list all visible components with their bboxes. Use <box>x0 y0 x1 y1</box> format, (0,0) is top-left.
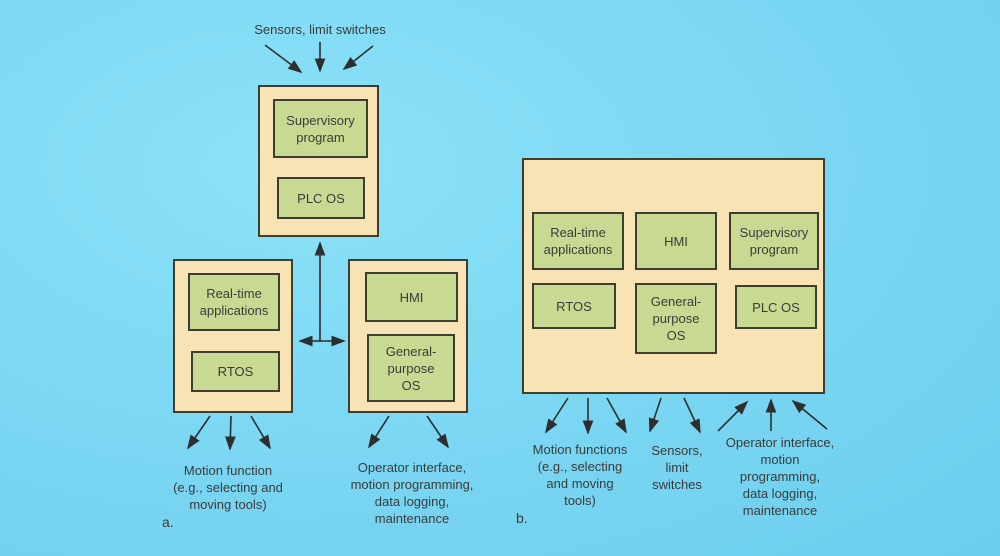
integrated-panel-b: Real-time applications HMI Supervisory p… <box>522 158 825 394</box>
plc-os-label-b: PLC OS <box>752 299 800 315</box>
arrow-b-motion-3 <box>606 397 627 434</box>
arrow-sensors-a-right <box>342 45 374 71</box>
arrow-a-operator-1 <box>368 415 390 449</box>
arrow-a-motion-3 <box>250 415 271 450</box>
realtime-applications-module-b: Real-time applications <box>532 212 624 270</box>
plc-os-module-a: PLC OS <box>277 177 365 219</box>
realtime-applications-module-a: Real-time applications <box>188 273 280 331</box>
general-purpose-os-module-b: General- purpose OS <box>635 283 717 354</box>
motion-label-a: Motion function (e.g., selecting and mov… <box>173 463 283 512</box>
plc-panel-a: Supervisory program PLC OS <box>258 85 379 237</box>
realtime-applications-label-a: Real-time applications <box>199 286 269 318</box>
hmi-label-a: HMI <box>399 289 424 305</box>
rtos-label-a: RTOS <box>217 364 254 379</box>
caption-a: a. <box>162 514 174 530</box>
general-purpose-os-module-a: General- purpose OS <box>367 334 455 402</box>
hmi-module-b: HMI <box>635 212 717 270</box>
hmi-label-b: HMI <box>664 233 688 249</box>
hmi-module-a: HMI <box>365 272 458 322</box>
arrow-b-operator-3 <box>791 399 828 430</box>
supervisory-program-module-a: Supervisory program <box>273 99 368 158</box>
realtime-applications-label-b: Real-time applications <box>543 225 613 257</box>
rtos-label-b: RTOS <box>556 298 592 314</box>
supervisory-program-module-b: Supervisory program <box>729 212 819 270</box>
caption-b: b. <box>516 510 528 526</box>
arrow-a-motion-2 <box>224 415 236 451</box>
arrow-sensors-a-left <box>264 44 303 74</box>
supervisory-program-label-a: Supervisory program <box>286 112 355 145</box>
arrow-b-motion-1 <box>545 397 569 434</box>
operator-label-b: Operator interface, motion programming, … <box>725 435 835 518</box>
motion-label-b: Motion functions (e.g., selecting and mo… <box>532 442 628 508</box>
sensors-label-b: Sensors, limit switches <box>651 443 703 492</box>
sensors-label-a: Sensors, limit switches <box>254 22 386 37</box>
arrow-a-motion-1 <box>186 415 211 450</box>
arrow-b-sensors-1 <box>648 397 662 433</box>
realtime-panel-a: Real-time applications RTOS <box>173 259 293 413</box>
arrow-a-operator-2 <box>426 415 450 449</box>
general-purpose-os-label-b: General- purpose OS <box>650 294 702 343</box>
supervisory-program-label-b: Supervisory program <box>739 225 809 257</box>
plc-os-label-a: PLC OS <box>297 190 345 206</box>
rtos-module-a: RTOS <box>191 351 280 392</box>
rtos-module-b: RTOS <box>532 283 616 329</box>
hmi-panel-a: HMI General- purpose OS <box>348 259 468 413</box>
operator-label-a: Operator interface, motion programming, … <box>350 460 474 526</box>
arrow-b-sensors-2 <box>683 397 701 434</box>
arrow-b-operator-1 <box>717 400 749 432</box>
general-purpose-os-label-a: General- purpose OS <box>385 343 437 393</box>
plc-os-module-b: PLC OS <box>735 285 817 329</box>
